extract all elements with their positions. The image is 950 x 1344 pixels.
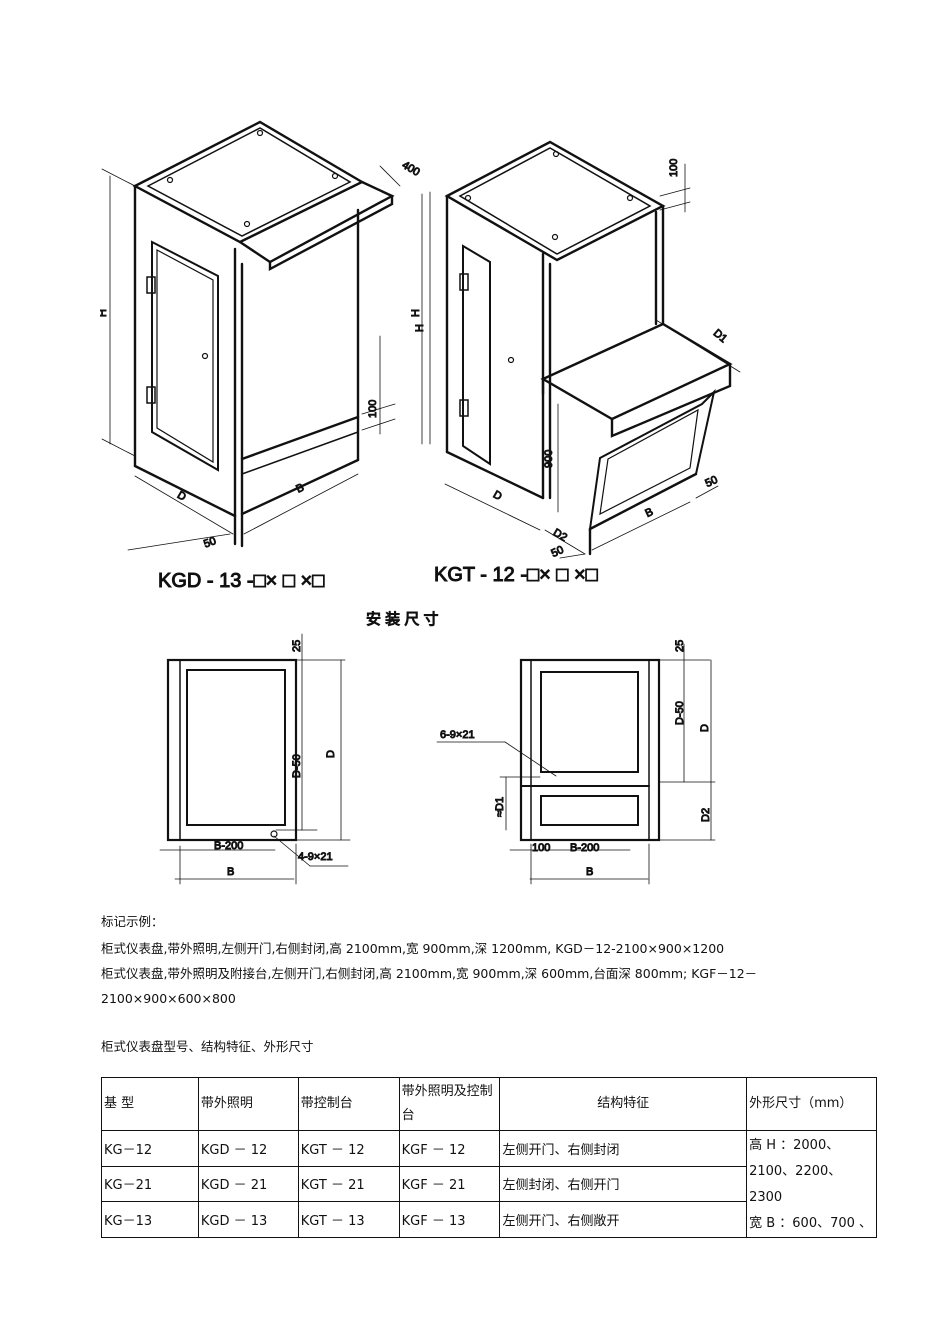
svg-text:D2: D2 bbox=[700, 808, 712, 822]
example-line-3: 2100×900×600×800 bbox=[101, 991, 236, 1006]
svg-text:H: H bbox=[414, 324, 426, 332]
dims-line-3: 宽 B ：600、700 、 bbox=[749, 1216, 873, 1231]
header-with-light: 带外照明 bbox=[197, 1077, 299, 1131]
svg-text:100: 100 bbox=[668, 159, 680, 177]
header-with-light-console: 带外照明及控制台 bbox=[398, 1077, 501, 1131]
notes-heading: 标记示例： bbox=[101, 914, 164, 929]
svg-text:D: D bbox=[699, 724, 711, 732]
cell-light: KGD － 13 bbox=[197, 1201, 299, 1238]
svg-text:100: 100 bbox=[367, 400, 379, 418]
svg-text:D2: D2 bbox=[551, 527, 569, 544]
svg-text:B-200: B-200 bbox=[570, 842, 599, 854]
cell-structure: 左侧开门、右侧封闭 bbox=[499, 1130, 748, 1167]
right-cabinet-drawing bbox=[444, 140, 733, 556]
svg-text:B: B bbox=[227, 866, 234, 878]
spec-table: 基 型 带外照明 带控制台 带外照明及控制台 结构特征 外形尺寸（mm） KG－… bbox=[101, 1077, 877, 1238]
header-dimensions: 外形尺寸（mm） bbox=[746, 1077, 877, 1131]
technical-drawing: H H 100 400 D B 50 bbox=[100, 114, 760, 886]
svg-text:H: H bbox=[100, 309, 109, 317]
dims-line-1: 高 H ：2000、 bbox=[749, 1138, 840, 1153]
svg-text:900: 900 bbox=[543, 450, 555, 468]
example-line-1: 柜式仪表盘,带外照明,左侧开门,右侧封闭,高 2100mm,宽 900mm,深 … bbox=[101, 941, 725, 956]
cell-light: KGD － 21 bbox=[197, 1165, 299, 1203]
cell-light: KGD － 12 bbox=[197, 1130, 299, 1167]
svg-text:D-50: D-50 bbox=[674, 701, 686, 725]
svg-text:D1: D1 bbox=[711, 327, 729, 345]
dims-line-2: 2100、2200、 2300 bbox=[749, 1164, 842, 1205]
left-plan-width-inner: B-200 bbox=[214, 840, 243, 852]
table-row: KG－13 KGD － 13 KGT － 13 KGF － 13 左侧开门、右侧… bbox=[101, 1201, 877, 1238]
section-title: 安 装 尺 寸 bbox=[366, 611, 439, 628]
left-cabinet-drawing bbox=[132, 120, 395, 548]
cell-light-console: KGF － 21 bbox=[398, 1165, 501, 1203]
svg-text:50: 50 bbox=[202, 535, 218, 550]
svg-text:D: D bbox=[175, 489, 188, 503]
right-cabinet-dimensions bbox=[429, 163, 741, 559]
svg-text:D: D bbox=[491, 489, 504, 503]
svg-text:D: D bbox=[325, 750, 337, 758]
svg-text:25: 25 bbox=[291, 640, 303, 652]
svg-text:B: B bbox=[586, 866, 593, 878]
svg-text:50: 50 bbox=[549, 544, 565, 560]
left-model-label: KGD - 13 -□× □ ×□ bbox=[158, 570, 324, 592]
cell-light-console: KGF － 13 bbox=[398, 1201, 501, 1238]
cell-structure: 左侧开门、右侧敞开 bbox=[499, 1201, 748, 1238]
cell-structure: 左侧封闭、右侧开门 bbox=[499, 1165, 748, 1203]
right-plan-drawing bbox=[436, 643, 716, 885]
right-model-label: KGT - 12 -□× □ ×□ bbox=[434, 564, 598, 586]
cell-console: KGT － 12 bbox=[297, 1130, 400, 1167]
svg-text:6-9×21: 6-9×21 bbox=[440, 729, 475, 741]
svg-text:4-9×21: 4-9×21 bbox=[298, 851, 333, 863]
table-header-row: 基 型 带外照明 带控制台 带外照明及控制台 结构特征 外形尺寸（mm） bbox=[101, 1077, 877, 1131]
table-row: KG－12 KGD － 12 KGT － 12 KGF － 12 左侧开门、右侧… bbox=[101, 1130, 877, 1238]
svg-text:100: 100 bbox=[532, 842, 550, 854]
svg-text:D-50: D-50 bbox=[291, 754, 303, 778]
header-base-type: 基 型 bbox=[101, 1077, 199, 1131]
svg-text:B: B bbox=[643, 506, 655, 520]
cell-base: KG－12 bbox=[101, 1130, 199, 1167]
example-line-2: 柜式仪表盘,带外照明及附接台,左侧开门,右侧封闭,高 2100mm,宽 900m… bbox=[101, 966, 758, 981]
cell-console: KGT － 13 bbox=[297, 1201, 400, 1238]
svg-text:25: 25 bbox=[674, 640, 686, 652]
header-structure: 结构特征 bbox=[499, 1077, 748, 1131]
cell-base: KG－13 bbox=[101, 1201, 199, 1238]
cell-light-console: KGF － 12 bbox=[398, 1130, 501, 1167]
header-with-console: 带控制台 bbox=[297, 1077, 400, 1131]
svg-text:400: 400 bbox=[400, 159, 422, 179]
table-caption: 柜式仪表盘型号、结构特征、外形尺寸 bbox=[101, 1039, 314, 1054]
cell-console: KGT － 21 bbox=[297, 1165, 400, 1203]
left-plan-drawing bbox=[159, 633, 351, 885]
cell-dimensions: 高 H ：2000、 2100、2200、 2300 宽 B ：600、700 … bbox=[746, 1130, 877, 1238]
cell-base: KG－21 bbox=[101, 1165, 199, 1203]
svg-text:≈D1: ≈D1 bbox=[494, 797, 506, 817]
left-cabinet-dimensions bbox=[101, 165, 423, 551]
svg-text:H: H bbox=[410, 309, 422, 317]
svg-text:50: 50 bbox=[703, 474, 719, 490]
